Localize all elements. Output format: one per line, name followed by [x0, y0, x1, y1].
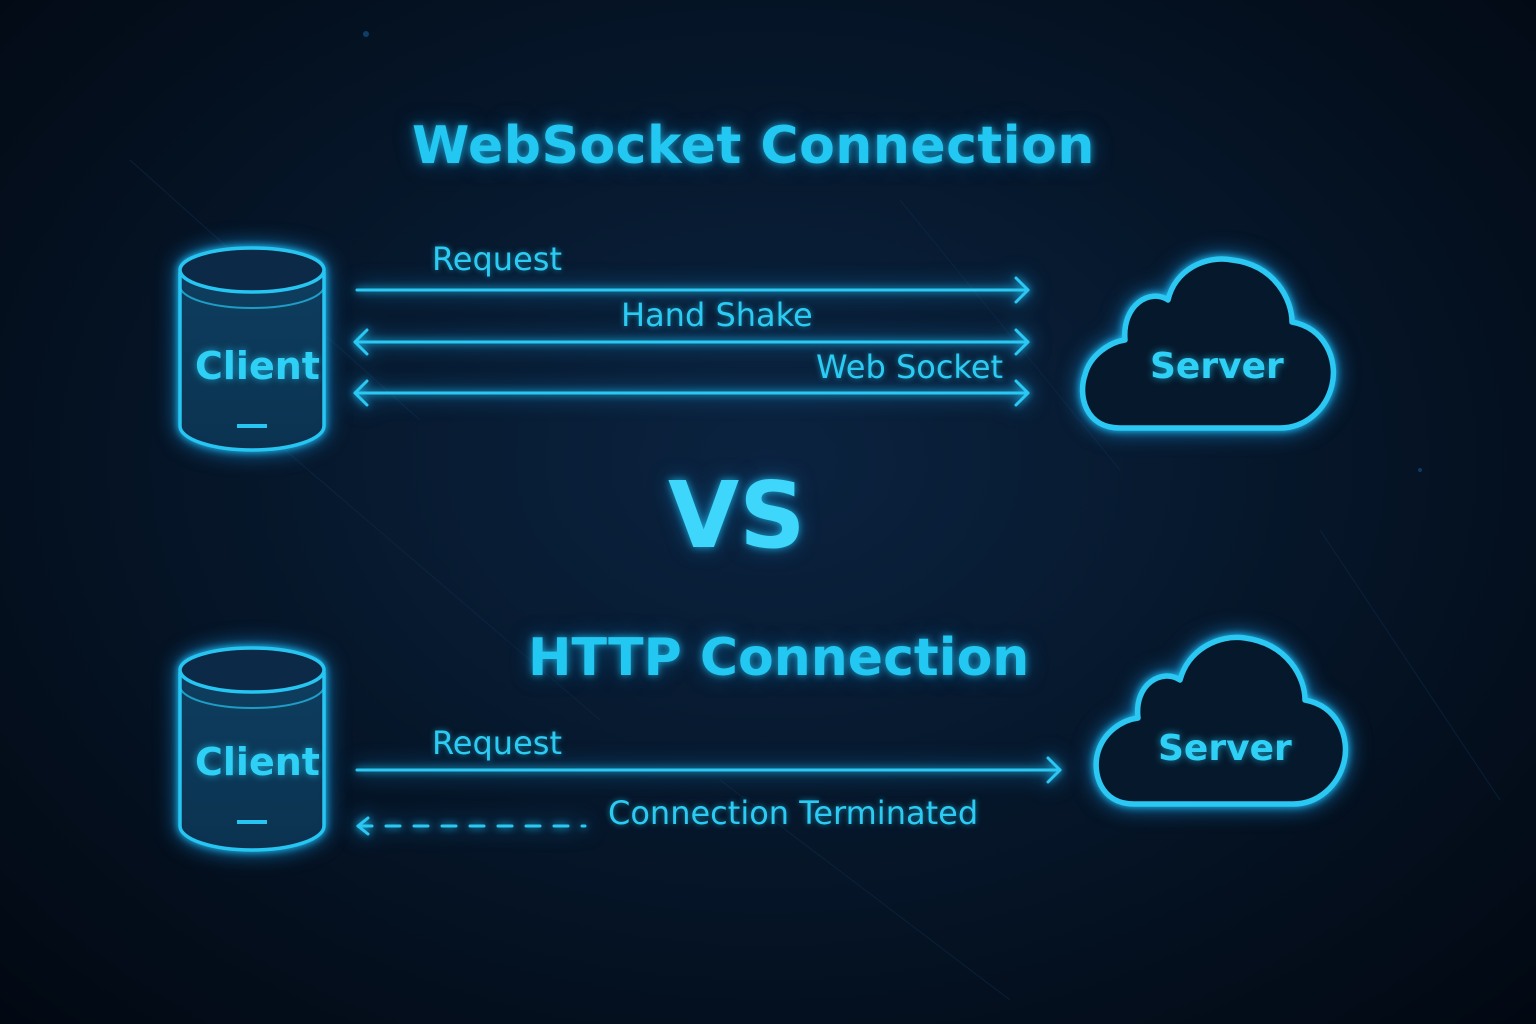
websocket-server-cloud-icon — [1079, 256, 1337, 431]
http-client-label: Client — [195, 740, 320, 784]
ws-websocket-label: Web Socket — [816, 348, 1004, 386]
arrow-ws-handshake — [353, 328, 1030, 356]
http-client-icon — [178, 646, 326, 852]
websocket-client-icon — [178, 246, 326, 452]
ws-handshake-label: Hand Shake — [621, 296, 813, 334]
websocket-client-label: Client — [195, 344, 320, 388]
http-server-cloud-icon — [1093, 634, 1349, 807]
http-request-label: Request — [432, 724, 562, 762]
http-terminated-label: Connection Terminated — [608, 794, 979, 832]
vs-label: VS — [668, 462, 806, 569]
arrow-http-request — [355, 756, 1062, 784]
arrow-ws-request — [355, 276, 1030, 304]
http-server-label: Server — [1158, 728, 1292, 769]
websocket-title: WebSocket Connection — [412, 116, 1095, 176]
ws-request-label: Request — [432, 240, 562, 278]
arrow-ws-websocket — [353, 379, 1030, 407]
arrow-http-connection-terminated — [356, 816, 587, 836]
http-title: HTTP Connection — [528, 628, 1030, 688]
websocket-server-label: Server — [1150, 346, 1284, 387]
